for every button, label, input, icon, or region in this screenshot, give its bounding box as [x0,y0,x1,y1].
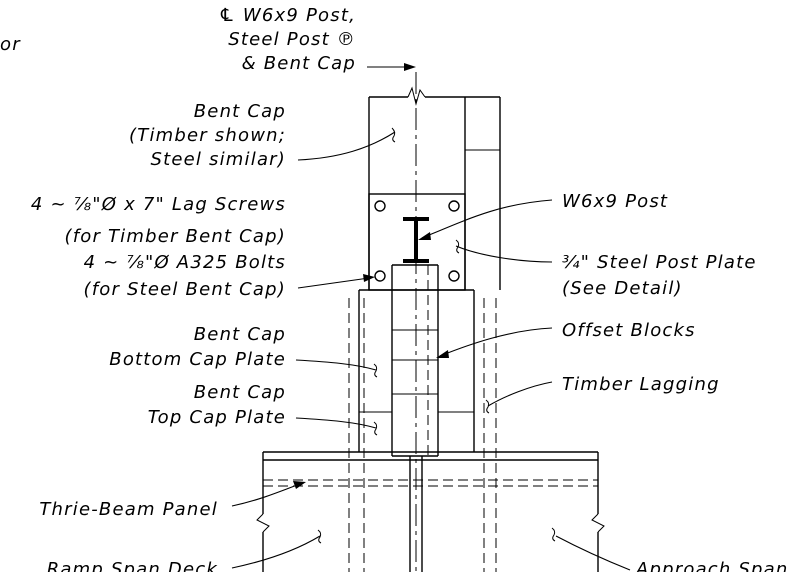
label-centerline-line3: & Bent Cap [242,53,356,74]
leaders-right [418,199,631,571]
label-bent-cap-line3: Steel similar) [150,149,286,170]
w6x9-post-section [403,217,429,263]
post-below-deck [409,456,423,572]
label-centerline-line2: Steel Post ℗ [228,29,356,50]
label-offset-blocks: Offset Blocks [562,320,696,341]
cap-plates-block [358,289,475,452]
label-top-plate-line2: Top Cap Plate [148,407,286,428]
label-fasteners-line2: (for Timber Bent Cap) [64,226,286,247]
hidden-lines [348,265,497,572]
label-post-plate-line1: ¾" Steel Post Plate [562,252,757,273]
labels-right: W6x9 Post ¾" Steel Post Plate (See Detai… [562,191,789,572]
label-post-plate-line2: (See Detail) [562,278,683,299]
label-fasteners-line3: 4 ~ ⅞"Ø A325 Bolts [84,252,286,273]
leaders-left [231,63,416,569]
thrie-beam-panel [256,451,605,572]
label-partial-or: or [0,34,21,55]
label-bottom-plate-line2: Bottom Cap Plate [109,349,286,370]
label-post: W6x9 Post [562,191,668,212]
label-bent-cap-line1: Bent Cap [194,101,286,122]
label-fasteners-line4: (for Steel Bent Cap) [83,279,286,300]
label-bottom-plate-line1: Bent Cap [194,324,286,345]
labels-left: or ℄ W6x9 Post, Steel Post ℗ & Bent Cap … [0,5,356,572]
bent-cap-side [465,96,501,290]
label-thrie-beam: Thrie-Beam Panel [39,499,218,520]
label-centerline-line1: ℄ W6x9 Post, [219,5,356,26]
offset-blocks [391,264,439,457]
label-approach-span: Approach Span [635,559,789,572]
label-timber-lagging: Timber Lagging [562,374,720,395]
label-fasteners-line1: 4 ~ ⅞"Ø x 7" Lag Screws [31,194,286,215]
label-ramp-span: Ramp Span Deck [47,559,219,572]
label-bent-cap-line2: (Timber shown; [129,125,286,146]
plate-bolt-holes [374,200,460,282]
label-top-plate-line1: Bent Cap [194,382,286,403]
